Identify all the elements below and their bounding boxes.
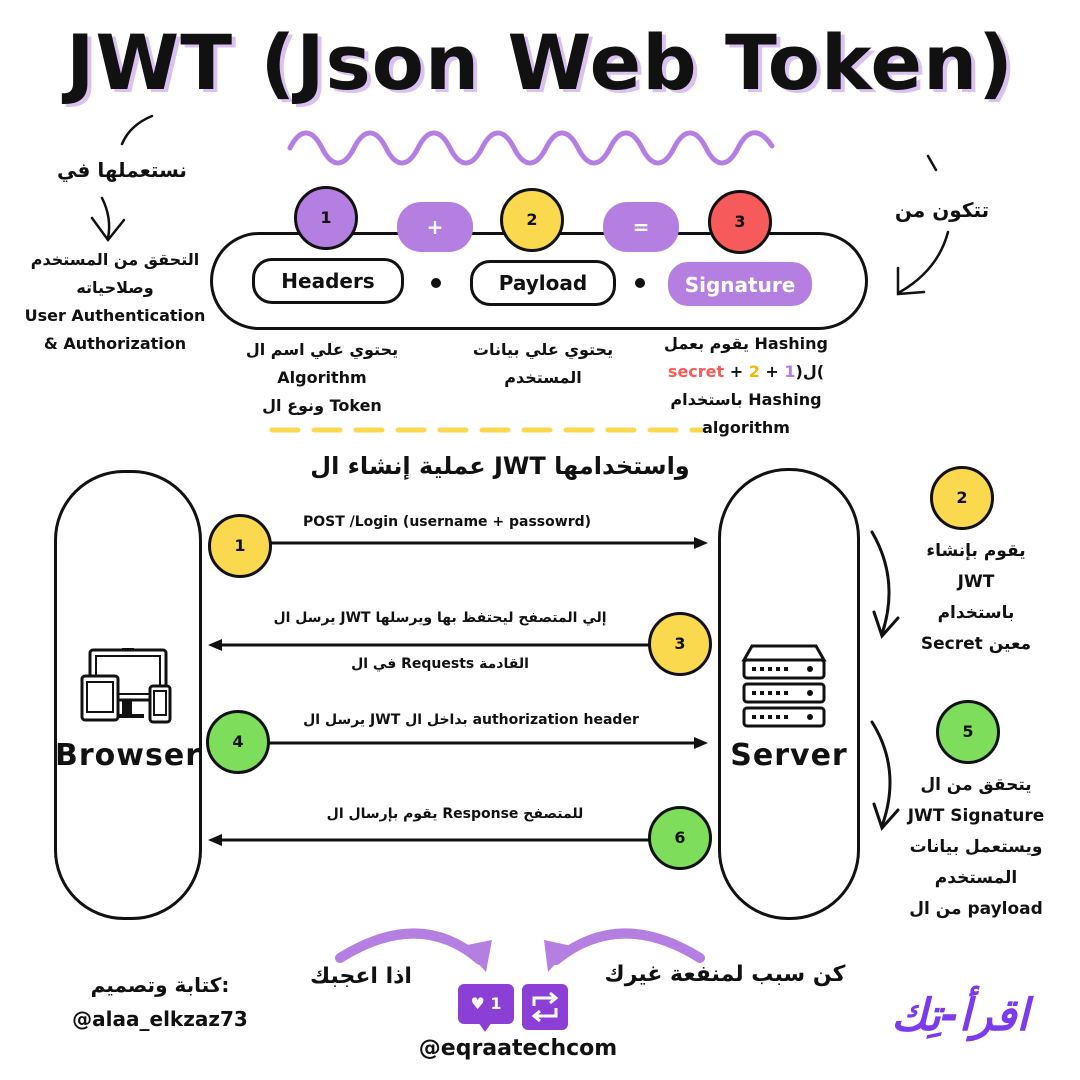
signature-pill: Signature [668, 262, 812, 306]
step6-number: 6 [648, 806, 712, 870]
handle: @eqraatechcom [418, 1036, 618, 1061]
credit: كتابة وتصميم: @alaa_elkzaz73 [72, 973, 248, 1031]
step4-text: يرسل ال JWT بداخل ال authorization heade… [303, 712, 639, 728]
step3-number: 3 [648, 612, 712, 676]
browser-label: Browser [55, 738, 201, 773]
server-label: Server [730, 738, 848, 773]
step4-number: 4 [206, 710, 270, 774]
like-badge[interactable]: ♥ 1 [458, 984, 514, 1024]
like-prompt: اذا اعجبك [310, 964, 412, 989]
like-badge-tail [478, 1022, 492, 1032]
step3-text-line2: في ال Requests القادمة [351, 656, 529, 672]
step6-text: يقوم بإرسال ال Response للمتصفح [326, 806, 584, 822]
part-number-3: 3 [708, 190, 772, 254]
flow-heading: عملية إنشاء ال JWT واستخدامها [310, 452, 690, 480]
headers-description: يحتوي علي اسم ال Algorithm ونوع ال Token [245, 340, 399, 415]
heart-icon: ♥ [470, 994, 485, 1013]
left-note-tick [120, 114, 154, 146]
separator-dot-2 [635, 278, 645, 288]
curve-arrow-step2 [870, 530, 891, 636]
share-arrow [551, 928, 705, 965]
plus-operator: + [397, 202, 473, 252]
right-note-heading: تتكون من [894, 198, 990, 222]
step3-text-line1: يرسل ال JWT إلي المتصفح ليحتفظ بها ويرسل… [273, 610, 607, 626]
equals-operator: = [603, 202, 679, 252]
left-note-body: التحقق من المستخدم وصلاحياته User Authen… [24, 250, 206, 353]
brand-logo: اقرأ-تِك [891, 990, 1029, 1041]
step5-description: يتحقق من ال JWT Signature ويستعمل بيانات… [907, 775, 1045, 919]
step1-text: POST /Login (username + passowrd) [302, 514, 592, 530]
step2-description: يقوم بإنشاء JWT باستخدام Secret معين [920, 541, 1032, 654]
right-note-tick [926, 154, 938, 172]
page-title: JWT (Json Web Token) [66, 18, 1014, 107]
step5-number: 5 [936, 700, 1000, 764]
server-icon [741, 644, 827, 728]
left-note-arrow [100, 196, 111, 240]
like-count: 1 [490, 994, 502, 1013]
left-note-heading: نستعملها في [57, 158, 187, 182]
share-prompt: كن سبب لمنفعة غيرك [604, 962, 846, 987]
part-number-2: 2 [500, 188, 564, 252]
curve-arrow-step5 [870, 720, 892, 828]
headers-pill: Headers [252, 258, 404, 304]
title-squiggle [287, 130, 775, 166]
separator-dot-1 [431, 278, 441, 288]
signature-description: يقوم بعمل Hashing secret + 2 + 1)ل( باست… [664, 334, 828, 437]
payload-description: يحتوي علي بيانات المستخدم [472, 340, 614, 387]
share-icon[interactable] [522, 984, 568, 1030]
devices-icon [80, 648, 172, 724]
step2-number: 2 [930, 466, 994, 530]
like-arrow [335, 928, 485, 965]
right-note-arrow [898, 230, 950, 294]
payload-pill: Payload [470, 260, 616, 306]
step1-number: 1 [208, 514, 272, 578]
part-number-1: 1 [294, 186, 358, 250]
